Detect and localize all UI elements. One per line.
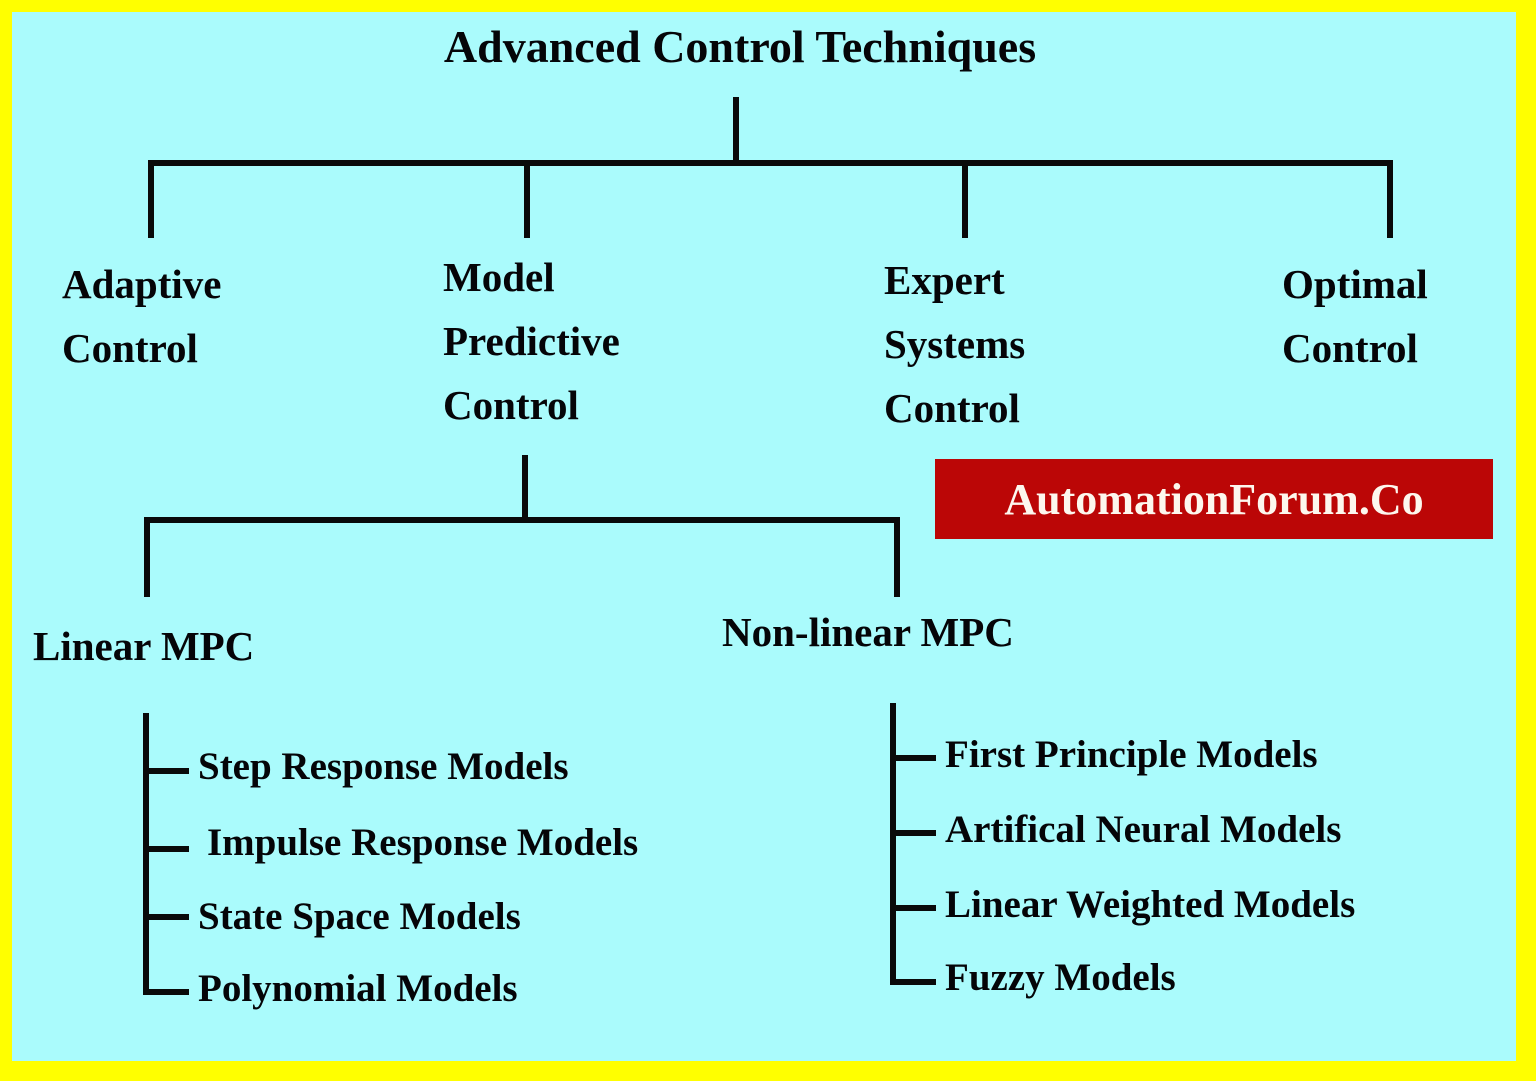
connector-drop-adaptive [148, 160, 154, 238]
bracket-linear-tick-4 [149, 989, 189, 995]
connector-drop-expert [962, 160, 968, 238]
connector-drop-mpc [524, 160, 530, 238]
bracket-nonlinear-tick-3 [896, 905, 936, 911]
branch-mpc-line1: Model [443, 254, 555, 300]
diagram-title: Advanced Control Techniques [443, 21, 1037, 72]
branch-label-adaptive-control: Adaptive Control [62, 252, 221, 380]
leaf-item-artifical-neural-models: Artifical Neural Models [945, 808, 1342, 851]
connector-mpc-stem [522, 455, 528, 523]
branch-label-optimal-control: Optimal Control [1282, 252, 1428, 380]
branch-mpc-line2: Predictive [443, 318, 620, 364]
connector-level2-bar [144, 517, 900, 523]
node-label-nonlinear-mpc: Non-linear MPC [722, 609, 1014, 655]
bracket-linear-tick-3 [149, 914, 189, 920]
branch-expert-line1: Expert [884, 257, 1005, 303]
leaf-item-step-response-models: Step Response Models [198, 745, 569, 788]
leaf-item-fuzzy-models: Fuzzy Models [945, 956, 1176, 999]
branch-mpc-line3: Control [443, 382, 579, 428]
branch-adaptive-line2: Control [62, 325, 198, 371]
branch-optimal-line1: Optimal [1282, 261, 1428, 307]
bracket-linear-tick-1 [149, 768, 189, 774]
node-label-linear-mpc: Linear MPC [33, 623, 255, 669]
leaf-item-impulse-response-models: Impulse Response Models [207, 821, 639, 864]
branch-label-expert-systems-control: Expert Systems Control [884, 248, 1025, 440]
connector-level1-bar [148, 160, 1393, 166]
branch-optimal-line2: Control [1282, 325, 1418, 371]
watermark-badge: AutomationForum.Co [935, 459, 1493, 539]
bracket-nonlinear-vline [890, 703, 896, 985]
bracket-linear-tick-2 [149, 846, 189, 852]
branch-label-model-predictive-control: Model Predictive Control [443, 245, 620, 437]
connector-root-stem [733, 97, 739, 163]
leaf-item-linear-weighted-models: Linear Weighted Models [945, 883, 1356, 926]
leaf-item-state-space-models: State Space Models [198, 895, 521, 938]
connector-drop-linear [144, 517, 150, 597]
branch-expert-line3: Control [884, 385, 1020, 431]
bracket-nonlinear-tick-4 [896, 979, 936, 985]
connector-drop-optimal [1387, 160, 1393, 238]
bracket-linear-vline [143, 713, 149, 995]
branch-expert-line2: Systems [884, 321, 1026, 367]
connector-drop-nonlinear [894, 517, 900, 597]
bracket-nonlinear-tick-1 [896, 755, 936, 761]
bracket-nonlinear-tick-2 [896, 830, 936, 836]
branch-adaptive-line1: Adaptive [62, 261, 222, 307]
leaf-item-polynomial-models: Polynomial Models [198, 967, 518, 1010]
leaf-item-first-principle-models: First Principle Models [945, 733, 1318, 776]
